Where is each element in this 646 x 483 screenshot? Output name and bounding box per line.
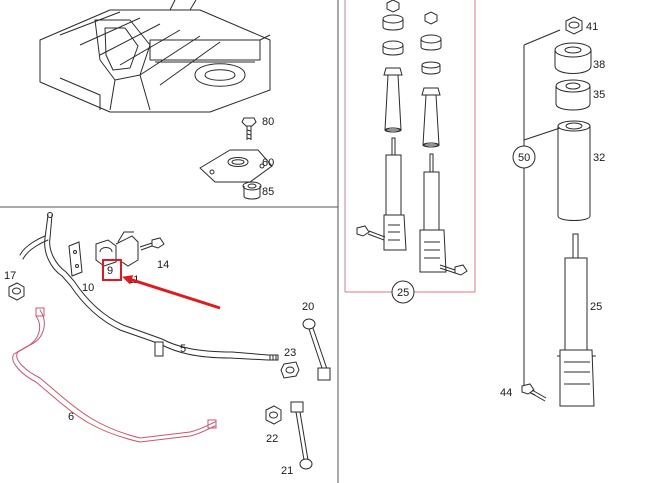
callout-32: 32 <box>593 152 605 164</box>
bearing-35[interactable] <box>555 79 591 111</box>
highlight-box-9 <box>102 259 122 281</box>
subframe-assembly <box>39 0 271 113</box>
bushing-9[interactable] <box>95 239 117 267</box>
bolt-14[interactable] <box>139 237 165 251</box>
callout-20: 20 <box>302 301 314 313</box>
bushing-23[interactable] <box>280 361 300 379</box>
bolt-44[interactable] <box>521 383 547 402</box>
nut-17[interactable] <box>8 282 25 301</box>
panel-borders <box>0 0 476 483</box>
callout-6: 6 <box>68 411 74 423</box>
stabilizer-bar-6[interactable] <box>12 307 217 443</box>
callout-14: 14 <box>157 259 169 271</box>
bracket-11[interactable] <box>115 231 139 267</box>
callout-85: 85 <box>262 186 274 198</box>
nut-22[interactable] <box>265 405 282 425</box>
strut-bolt-right[interactable] <box>439 264 468 276</box>
callout-5: 5 <box>180 343 186 355</box>
callout-25-right: 25 <box>590 301 602 313</box>
callout-80: 80 <box>262 116 274 128</box>
callout-17: 17 <box>4 270 16 282</box>
callout-circle-50 <box>512 145 536 169</box>
nut-41[interactable] <box>565 16 583 35</box>
bolt-80[interactable] <box>241 117 257 140</box>
callout-circle-25-mid <box>391 280 415 304</box>
upper-mount-38[interactable] <box>554 42 592 74</box>
callout-38: 38 <box>593 59 605 71</box>
link-20[interactable] <box>302 318 331 381</box>
callout-50: 50 <box>518 152 530 164</box>
stabilizer-bar-5[interactable] <box>19 212 279 361</box>
callout-44: 44 <box>500 387 512 399</box>
clamp-10[interactable] <box>68 241 83 277</box>
link-21[interactable] <box>290 401 313 470</box>
annotation-arrow <box>122 275 221 310</box>
strut-assembly-left[interactable] <box>382 0 407 251</box>
callout-23: 23 <box>284 347 296 359</box>
callout-41: 41 <box>586 21 598 33</box>
callout-9: 9 <box>107 265 113 277</box>
callout-21: 21 <box>281 465 293 477</box>
callout-10: 10 <box>82 282 94 294</box>
callout-22: 22 <box>266 433 278 445</box>
callout-60: 60 <box>262 157 274 169</box>
mount-60[interactable] <box>199 149 273 183</box>
shock-absorber-25[interactable] <box>557 233 596 407</box>
dust-boot-32[interactable] <box>557 120 591 221</box>
callout-25-mid: 25 <box>397 287 409 299</box>
strut-bolt-left[interactable] <box>356 225 386 241</box>
bushing-85[interactable] <box>242 181 262 200</box>
callout-35: 35 <box>593 89 605 101</box>
strut-assembly-right[interactable] <box>419 11 447 273</box>
